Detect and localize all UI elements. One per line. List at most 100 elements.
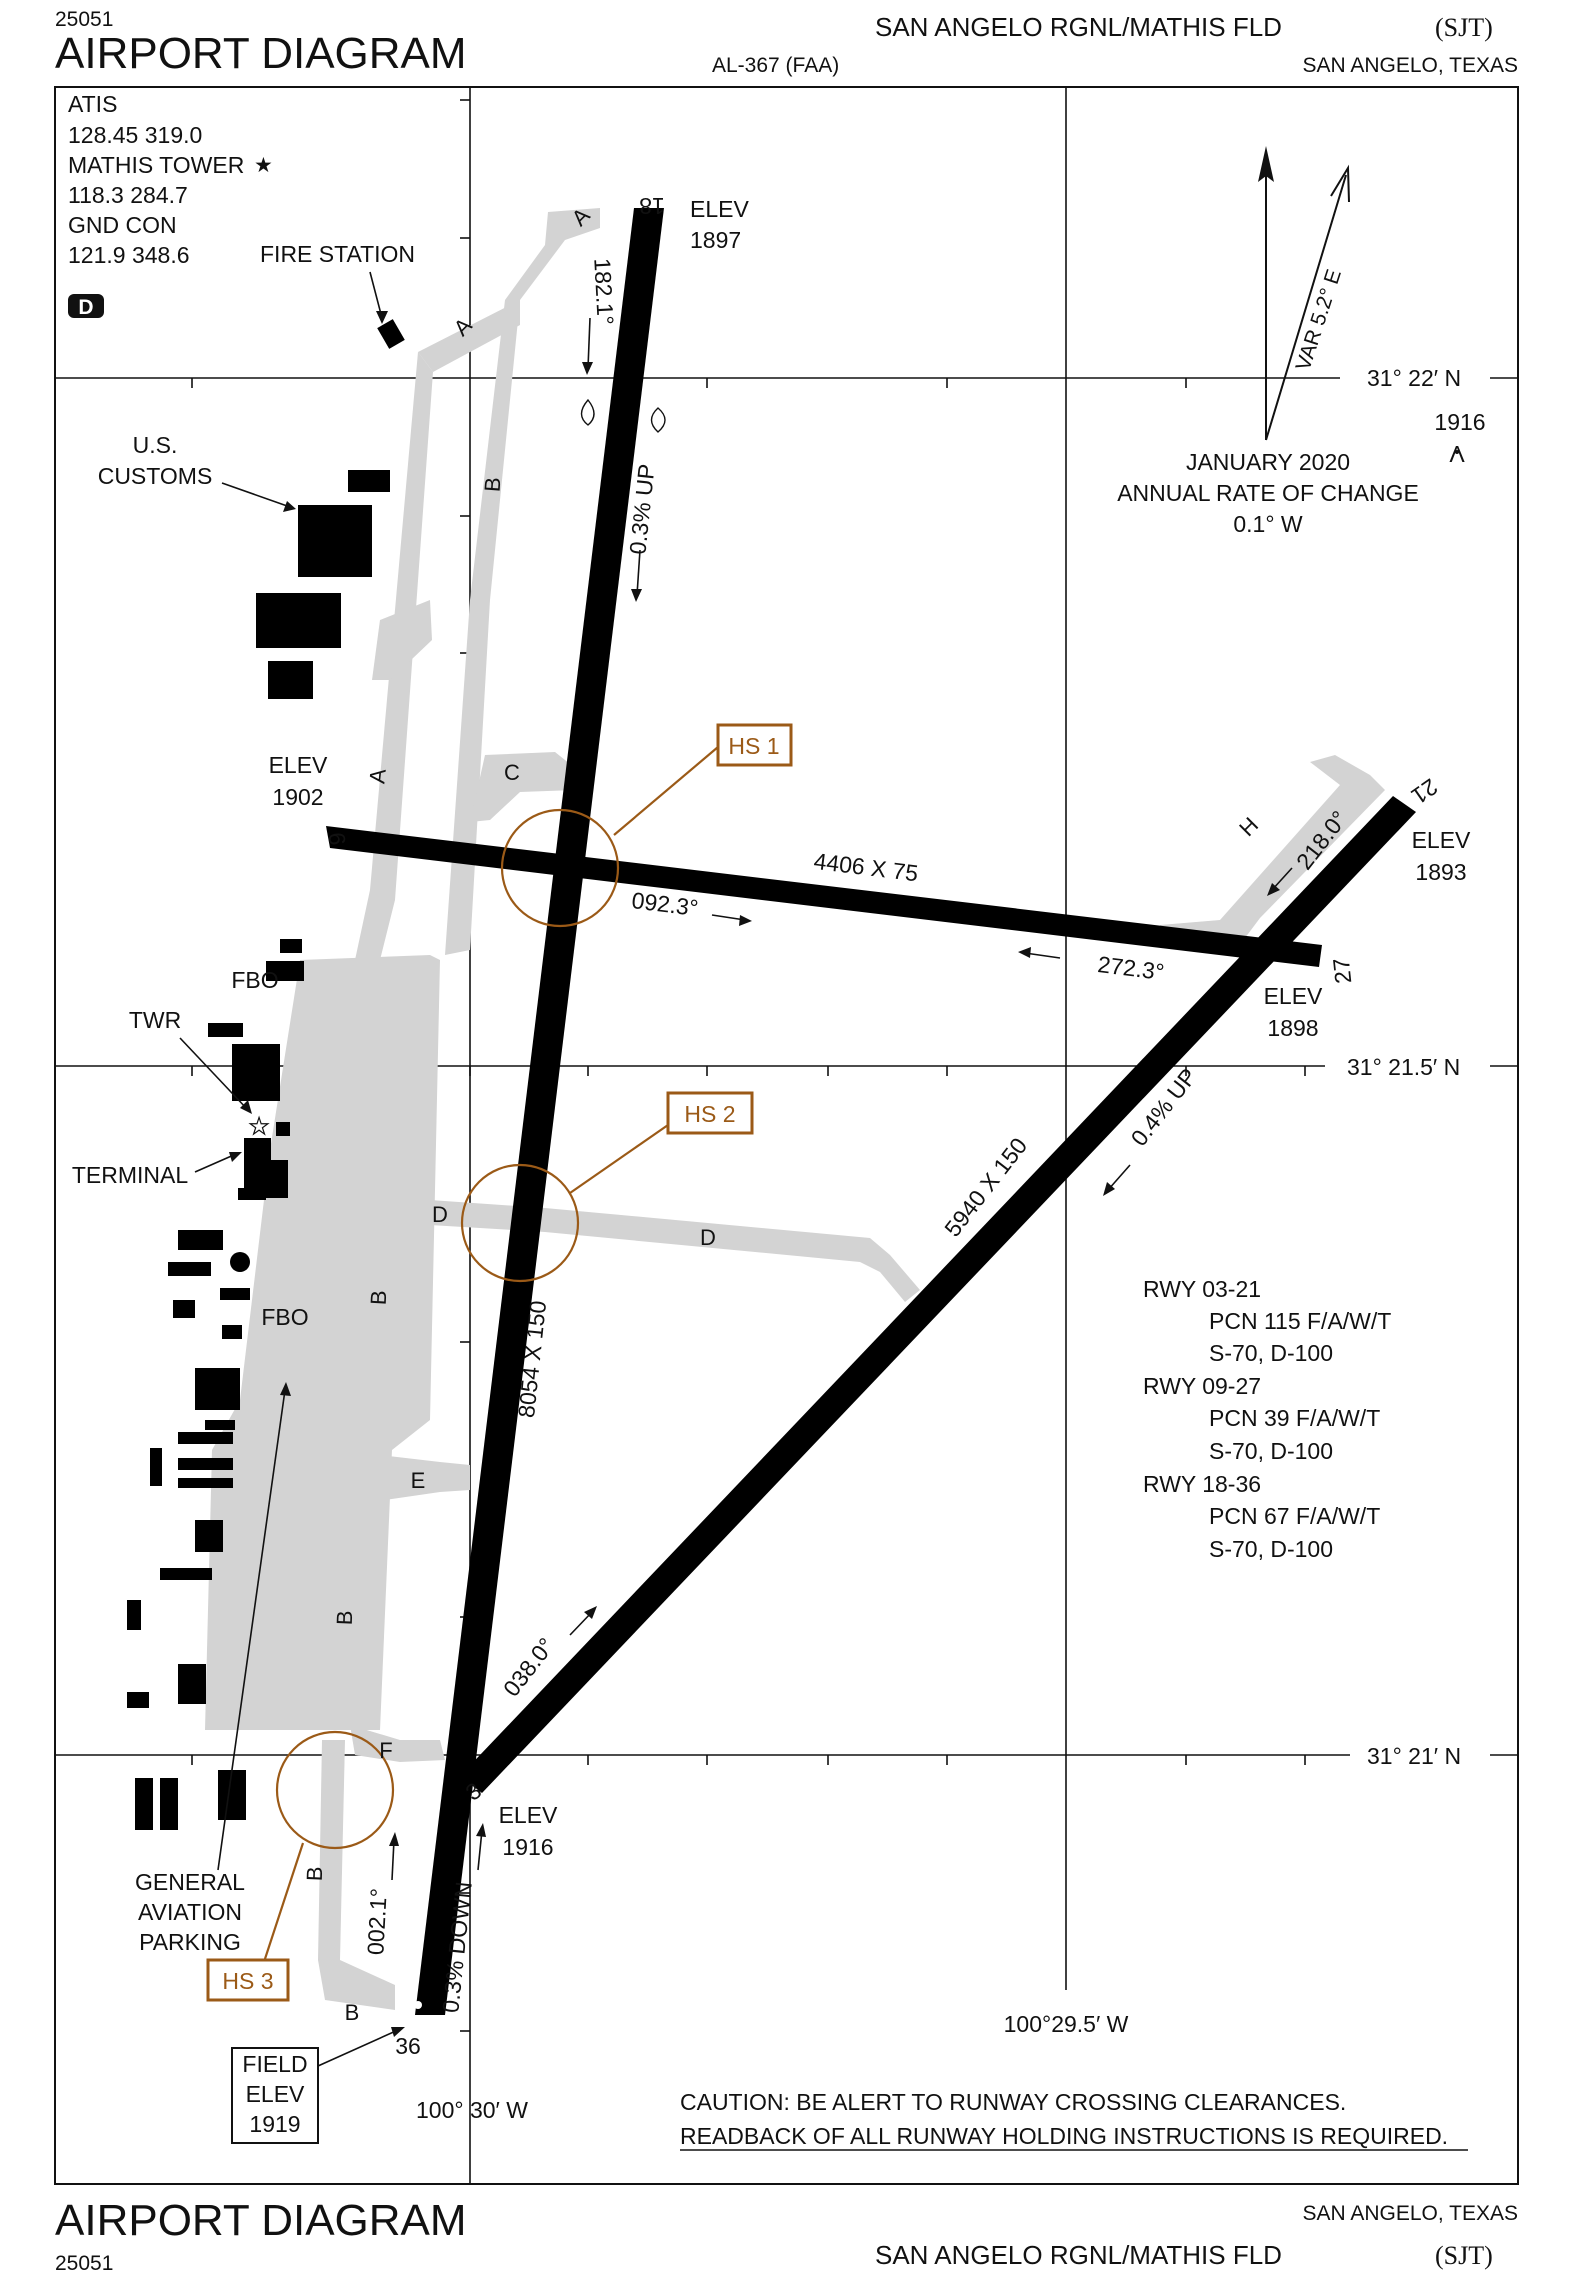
pcn-rwy-0321-gear: S-70, D-100 [1209,1340,1333,1366]
fbo-north-building [232,1044,280,1101]
annual-rate-label: ANNUAL RATE OF CHANGE [1117,480,1419,506]
longitude-100-30-label: 100° 30′ W [416,2097,528,2123]
hotspot-2-circle [460,1163,580,1283]
hotspot-3-circle [275,1730,395,1850]
taxiway-c [470,752,575,822]
taxiway-b-north [445,300,520,955]
building [178,1664,206,1704]
runway-27-number: 27 [1328,957,1357,985]
taxiway-b-label-mid: B [366,1290,392,1306]
field-elevation-box [231,2047,319,2144]
true-north-arrow-icon [1258,146,1274,182]
taxiway-c-label: C [504,760,520,785]
building [266,961,304,981]
runway-18-number: 18 [639,193,665,219]
runway-21-elev: 1893 [1415,859,1466,885]
building [195,1520,223,1552]
volume-number-bottom: 25051 [55,2252,113,2275]
latitude-31-21-label: 31° 21′ N [1367,1743,1461,1769]
obstacle-icon: Λ [1449,441,1465,467]
annual-rate-value: 0.1° W [1233,511,1303,537]
runway-27-elev: 1898 [1267,1015,1318,1041]
pcn-rwy-1836-gear: S-70, D-100 [1209,1536,1333,1562]
runway-21-elev-label: ELEV [1412,827,1471,853]
building [160,1778,178,1830]
airport-id-bottom: (SJT) [1435,2241,1493,2270]
customs-label-line1: U.S. [133,432,178,458]
taxiway-d-label-east: D [700,1225,716,1250]
building [268,661,313,699]
building [220,1288,250,1300]
tower-building [276,1122,290,1136]
taxiway-a-west [418,300,520,372]
atis-frequency: 128.45 319.0 [68,122,202,148]
fire-station-building [377,319,405,349]
taxiway-a-label-mid: A [364,767,390,785]
runway-3-elev: 1916 [502,1834,553,1860]
runway-9-27-dimensions: 4406 X 75 [812,848,919,887]
building [178,1230,223,1250]
runway-27-elev-label: ELEV [1264,983,1323,1009]
north-arrow [1258,146,1274,440]
magnetic-variation: VAR 5.2° E [1292,267,1346,374]
runway-21-number: 21 [1407,774,1443,810]
runway-3-elev-label: ELEV [499,1802,558,1828]
tower-label: MATHIS TOWER [68,152,244,178]
building [178,1458,233,1470]
main-apron [205,955,440,1730]
building [205,1420,235,1430]
runways [326,208,1416,2015]
building [178,1432,233,1444]
terminal-label: TERMINAL [72,1162,189,1188]
customs-building [298,505,372,577]
part-time-tower-star-icon: ★ [254,154,273,177]
ga-parking-label-line2: AVIATION [138,1899,242,1925]
field-elev-value: 1919 [249,2111,300,2137]
ga-parking-label-line1: GENERAL [135,1869,245,1895]
d-atis-icon [68,294,104,318]
twr-label: TWR [129,1007,181,1033]
hotspot-3-label: HS 3 [222,1968,273,1994]
d-atis-letter: D [78,296,93,319]
obstacle-elevation: 1916 [1434,409,1485,435]
airport-name-bottom: SAN ANGELO RGNL/MATHIS FLD [875,2240,1282,2270]
hotspot-3-box [206,1958,290,2002]
customs-label-line2: CUSTOMS [98,463,213,489]
taxiway-b-label-south: B [332,1610,357,1626]
taxiway-b-label-north: B [480,476,506,492]
hotspot-2-label: HS 2 [684,1101,735,1127]
building [127,1692,149,1708]
pcn-rwy-0927-value: PCN 39 F/A/W/T [1209,1405,1380,1431]
building [195,1368,240,1410]
field-elev-label-line1: FIELD [242,2051,307,2077]
tower-frequency: 118.3 284.7 [68,182,188,208]
taxiway-b-label-gap: B [302,1866,327,1882]
caution-line1: CAUTION: BE ALERT TO RUNWAY CROSSING CLE… [680,2089,1346,2115]
runway-18-leadin-light-east [650,407,666,433]
taxiway-d [430,1200,920,1302]
chart-title-top: AIRPORT DIAGRAM [55,29,467,78]
runway-18-elev: 1897 [690,227,741,253]
atis-label: ATIS [68,91,117,117]
runway-9-elev-label: ELEV [269,752,328,778]
longitude-100-29-5-label: 100°29.5′ W [1004,2011,1129,2037]
building [150,1448,162,1486]
hotspot-1-label: HS 1 [728,733,779,759]
ground-label: GND CON [68,212,177,238]
taxiway-f-label: F [379,1738,392,1763]
building [208,1023,243,1037]
airport-name-top: SAN ANGELO RGNL/MATHIS FLD [875,12,1282,42]
runway-9-heading: 092.3° [630,887,699,921]
volume-number-top: 25051 [55,8,113,31]
procedure-id: AL-367 (FAA) [712,54,839,77]
latitude-31-22-label: 31° 22′ N [1367,365,1461,391]
pcn-rwy-0321: RWY 03-21 [1143,1276,1261,1302]
taxiway-e-label: E [411,1468,426,1493]
building [135,1778,153,1830]
caution-line2: READBACK OF ALL RUNWAY HOLDING INSTRUCTI… [680,2123,1448,2149]
buildings [127,319,405,1830]
runway-9-number: 9 [323,831,350,846]
runway-36-number: 36 [395,2033,421,2059]
taxiway-b-south [318,1740,395,2010]
